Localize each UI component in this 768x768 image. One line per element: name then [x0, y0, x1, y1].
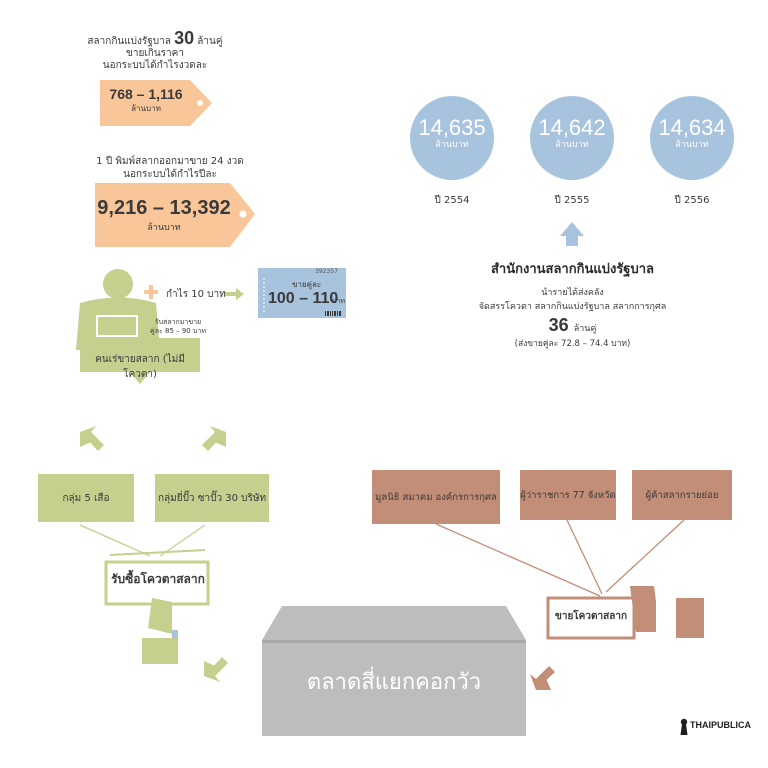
ticket-serial: 392357: [315, 268, 338, 275]
logo-keyhole-icon: [680, 718, 688, 735]
gov-line2: จัดสรรโควตา สลากกินแบ่งรัฐบาล สลากการกุศ…: [478, 302, 667, 312]
market-label: ตลาดสี่แยกคอกวัว: [306, 670, 482, 695]
tag2-content: 9,216 – 13,392 ล้านบาท: [95, 197, 233, 234]
market-building: [262, 606, 526, 736]
gov-block: สำนักงานสลากกินแบ่งรัฐบาล นำรายได้ส่งคลั…: [460, 258, 685, 350]
seller-buy-line1: รับสลากมาขาย: [154, 318, 202, 326]
top-note: สลากกินแบ่งรัฐบาล 30 ล้านคู่ ขายเกินราคา…: [70, 29, 240, 72]
arrow-up-icon: [560, 222, 584, 246]
top-note-unit: ล้านคู่: [197, 36, 223, 47]
quota-buy-label: รับซื้อโควตาสลาก: [111, 572, 205, 586]
bubble-2556-year: ปี 2556: [674, 195, 710, 206]
gov-title: สำนักงานสลากกินแบ่งรัฐบาล: [490, 262, 654, 277]
bubble-2554-value: 14,635: [418, 115, 486, 140]
profit-label: กำไร 10 บาท: [166, 289, 226, 300]
seller-label-box: [80, 338, 200, 384]
annual-note-line2: นอกระบบได้กำไรปีละ: [123, 169, 217, 180]
bubble-2554: 14,635 ล้านบาท: [410, 96, 494, 180]
tag1-unit: ล้านบาท: [131, 104, 161, 113]
top-note-number: 30: [174, 28, 195, 48]
price-tag-2: [95, 183, 255, 247]
group-30-companies: กลุ่มยี่ปั๊ว ซาปั๊ว 30 บริษัท: [155, 474, 269, 522]
brown-box-governors-label: ผู้ว่าราชการ 77 จังหวัด: [520, 489, 616, 501]
arrow-upleft-icon-3: [204, 657, 228, 682]
barcode-icon: [325, 311, 341, 316]
annual-note: 1 ปี พิมพ์สลากออกมาขาย 24 งวด นอกระบบได้…: [70, 155, 270, 181]
gov-price-note: (ส่งขายคู่ละ 72.8 – 74.4 บาท): [514, 339, 631, 349]
brown-box-governors: ผู้ว่าราชการ 77 จังหวัด: [520, 470, 616, 520]
brown-box-retailers-label: ผู้ค้าสลากรายย่อย: [645, 489, 719, 501]
top-note-line2: ขายเกินราคา: [126, 48, 184, 59]
group-5-tigers: กลุ่ม 5 เสือ: [38, 474, 134, 522]
bubble-2556-unit: ล้านบาท: [675, 140, 709, 150]
gov-count-unit: ล้านคู่: [573, 324, 597, 334]
seller-buy-line2: คู่ละ 85 – 90 บาท: [150, 327, 206, 335]
bubble-2555: 14,642 ล้านบาท: [530, 96, 614, 180]
ticket-unit: บาท: [332, 297, 345, 305]
logo-text: THAIPUBLICA: [690, 720, 751, 730]
plus-icon: [144, 285, 158, 299]
gov-line1: นำรายได้ส่งคลัง: [541, 288, 604, 298]
arrow-upright-icon-2: [202, 426, 226, 451]
arrow-right-icon: [224, 288, 244, 300]
bubble-2554-unit: ล้านบาท: [435, 140, 469, 150]
bubble-2555-year: ปี 2555: [554, 195, 590, 206]
price-tag-1: [100, 80, 212, 126]
tag2-value: 9,216 – 13,392: [97, 197, 231, 219]
hand-brown: [630, 586, 660, 632]
arrow-upleft-icon-1: [80, 426, 104, 451]
seller-label: คนเร่ขายสลาก (ไม่มีโควตา): [95, 354, 185, 380]
sell-quota-card: [546, 596, 636, 640]
brown-box-foundations-label: มูลนิธิ สมาคม องค์กรการกุศล: [375, 491, 497, 503]
bubble-2555-value: 14,642: [538, 115, 606, 140]
annual-note-line1: 1 ปี พิมพ์สลากออกมาขาย 24 งวด: [96, 156, 244, 167]
ticket-value: 100 – 110: [268, 290, 339, 307]
tag2-unit: ล้านบาท: [147, 223, 181, 233]
tag1-value: 768 – 1,116: [109, 86, 183, 102]
bubble-2555-unit: ล้านบาท: [555, 140, 589, 150]
group-5-tigers-label: กลุ่ม 5 เสือ: [62, 492, 110, 504]
quota-sell-label: ขายโควตาสลาก: [555, 611, 627, 622]
tag1-content: 768 – 1,116 ล้านบาท: [100, 86, 192, 115]
top-note-line3: นอกระบบได้กำไรงวดละ: [102, 60, 208, 71]
bubble-2556: 14,634 ล้านบาท: [650, 96, 734, 180]
brown-box-foundations: มูลนิธิ สมาคม องค์กรการกุศล: [372, 470, 500, 524]
top-note-prefix: สลากกินแบ่งรัฐบาล: [87, 36, 171, 47]
ticket-shape: [258, 268, 346, 318]
brown-box-retailers: ผู้ค้าสลากรายย่อย: [632, 470, 732, 520]
arrow-downleft-icon: [530, 666, 555, 690]
seller-figure: [76, 269, 160, 350]
bubble-2556-value: 14,634: [658, 115, 726, 140]
group-30-companies-label: กลุ่มยี่ปั๊ว ซาปั๊ว 30 บริษัท: [157, 492, 267, 504]
ticket-label: ขายคู่ละ: [292, 280, 322, 289]
gov-count-number: 36: [548, 315, 569, 335]
bubble-2554-year: ปี 2554: [434, 195, 470, 206]
hand-green: [148, 598, 172, 634]
seller-buy-note: รับสลากมาขาย คู่ละ 85 – 90 บาท: [148, 318, 208, 336]
